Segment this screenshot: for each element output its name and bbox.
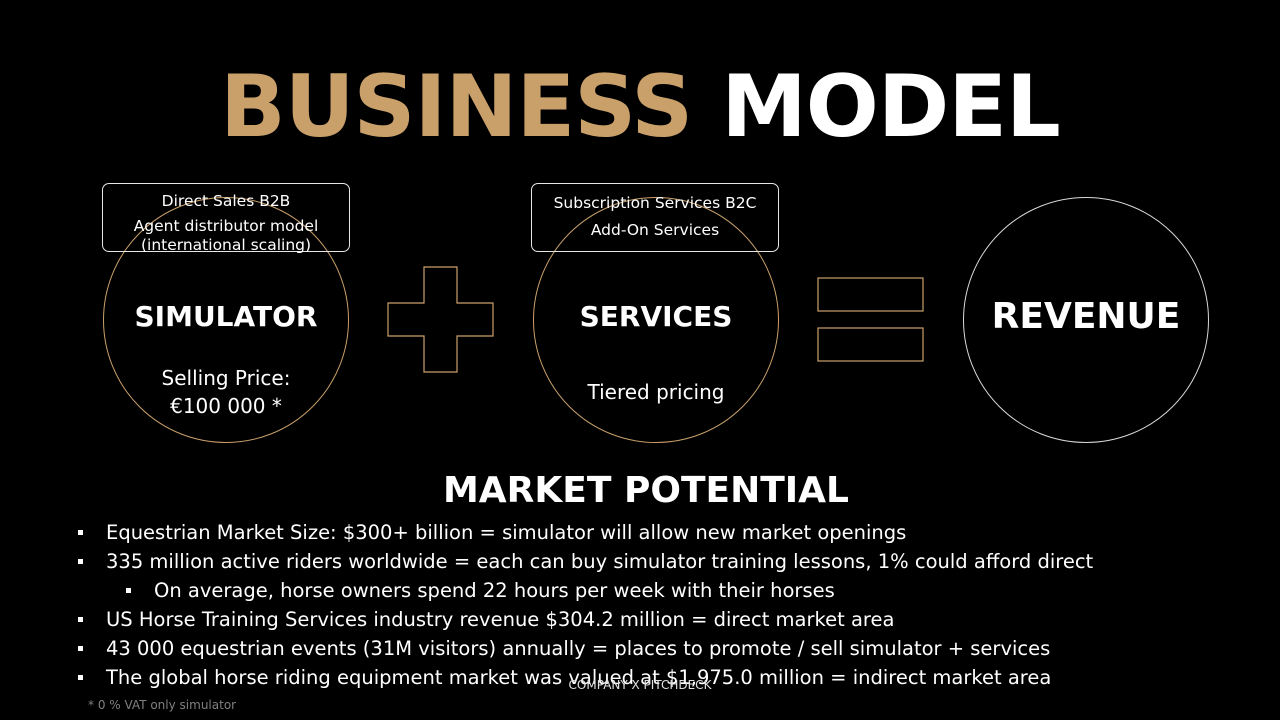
equals-icon [817, 277, 924, 362]
title-word-business: BUSINESS [220, 57, 693, 157]
slide-title: BUSINESS MODEL [0, 52, 1280, 162]
services-box-line: Add-On Services [590, 221, 720, 239]
simulator-channels-box: Direct Sales B2B Agent distributor model… [102, 183, 350, 254]
vat-footnote: * 0 % VAT only simulator [88, 698, 237, 712]
services-title: SERVICES [579, 300, 733, 333]
market-potential-title: MARKET POTENTIAL [442, 470, 849, 511]
revenue-circle [963, 197, 1209, 443]
plus-icon [387, 266, 494, 373]
simulator-price: Selling Price: €100 000 * [103, 364, 349, 420]
simulator-box-line: Direct Sales B2B [161, 192, 291, 210]
market-bullet: The global horse riding equipment market… [76, 663, 1256, 692]
market-bullet: 43 000 equestrian events (31M visitors) … [76, 634, 1256, 663]
market-sub-bullet: On average, horse owners spend 22 hours … [76, 576, 1256, 605]
market-bullet: US Horse Training Services industry reve… [76, 605, 1256, 634]
simulator-price-value: €100 000 * [170, 394, 282, 418]
title-word-model: MODEL [721, 57, 1061, 157]
market-bullet: Equestrian Market Size: $300+ billion = … [76, 518, 1256, 547]
footer-label: COMPANY X PITCHDECK [568, 678, 712, 692]
simulator-box-line: (international scaling) [140, 236, 312, 254]
simulator-price-label: Selling Price: [161, 366, 291, 390]
services-circle [533, 197, 779, 443]
services-channels-box: Subscription Services B2C Add-On Service… [531, 183, 779, 252]
revenue-title: REVENUE [991, 296, 1181, 337]
simulator-title: SIMULATOR [134, 300, 318, 333]
simulator-box-line: Agent distributor model [133, 217, 319, 235]
market-bullet: 335 million active riders worldwide = ea… [76, 547, 1256, 576]
market-bullet-list: Equestrian Market Size: $300+ billion = … [76, 518, 1256, 692]
services-box-line: Subscription Services B2C [553, 194, 757, 212]
services-pricing: Tiered pricing [587, 380, 725, 404]
simulator-circle [103, 197, 349, 443]
